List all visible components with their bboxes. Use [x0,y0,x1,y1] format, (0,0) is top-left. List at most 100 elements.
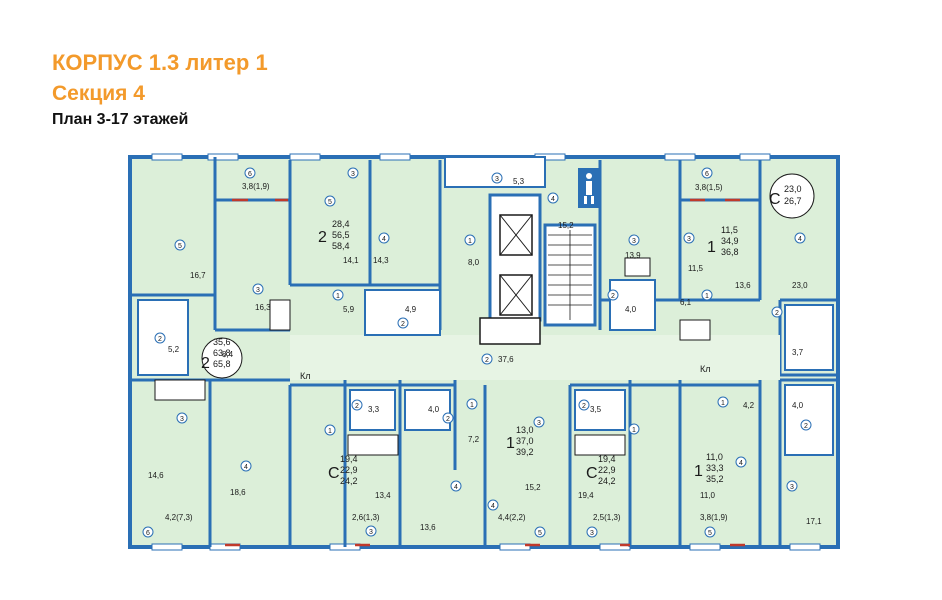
apt-area-with-balcony: 39,2 [516,447,534,457]
room-marker [450,480,462,492]
room-area: 17,1 [806,517,822,526]
room-marker [771,306,783,318]
room-marker [174,239,186,251]
shafts [479,317,541,345]
apt-area-with-balcony: 35,2 [706,474,724,484]
room-marker [701,289,713,301]
room-marker-label: 4 [244,464,248,471]
room-area: 16,3 [255,303,271,312]
room-marker [786,480,798,492]
internal-walls [130,157,838,547]
room-marker [586,526,598,538]
room-marker [607,289,619,301]
apt-area-with-balcony: 65,8 [213,359,231,369]
room-marker-label: 4 [551,196,555,203]
room-area: 15,2 [525,483,541,492]
room-marker-label: 2 [611,293,615,300]
room-marker [533,416,545,428]
room-marker-label: 2 [804,423,808,430]
room-marker-label: 1 [721,400,725,407]
room-marker-label: 2 [446,416,450,423]
elevator-core [488,193,542,322]
room-marker [365,525,377,537]
room-marker [481,353,493,365]
room-area: 13,6 [735,281,751,290]
window-bottom-1 [151,543,183,551]
room-area: 5,2 [168,345,180,354]
room-marker-label: 3 [180,416,184,423]
room-marker-label: 5 [538,530,542,537]
apt-living-area: 35,6 [213,337,231,347]
apt-room-count: 1 [506,435,515,452]
apt-living-area: 11,0 [706,452,723,462]
room-area: 8,4 [222,350,234,359]
apt-living-area: 13,0 [516,425,534,435]
room-marker [464,234,476,246]
apt-living-area: 19,4 [340,454,358,464]
apt-total-area: 37,0 [516,436,534,446]
apt-room-count: 2 [201,355,210,372]
room-marker-label: 1 [470,402,474,409]
room-area: 5,9 [343,305,355,314]
window-top-2 [207,153,239,161]
room-area: 13,4 [375,491,391,500]
room-marker-label: 3 [687,236,691,243]
apt-room-count: 1 [694,463,703,480]
floor-plan-subtitle: План 3-17 этажей [52,111,189,128]
room-area: 14,3 [373,256,389,265]
room-marker [534,526,546,538]
room-marker-label: 6 [705,171,709,178]
apt-room-count: С [586,465,598,482]
room-marker-label: 1 [705,293,709,300]
room-area: 3,5 [590,405,602,414]
room-area: 23,0 [792,281,808,290]
accessibility-icon [578,168,600,208]
room-marker [628,234,640,246]
room-area: 7,2 [468,435,480,444]
room-marker-label: 1 [632,427,636,434]
kl-label-left: Кл [300,371,311,381]
apt-total-area: 63,8 [213,348,231,358]
apt-area-with-balcony: 58,4 [332,241,350,251]
room-area: 3,3 [368,405,380,414]
apt-room-count: С [328,465,340,482]
room-marker-label: 4 [454,484,458,491]
window-bottom-7 [789,543,821,551]
room-marker-label: 5 [178,243,182,250]
room-marker-label: 3 [590,530,594,537]
room-marker-label: 3 [369,529,373,536]
room-marker-label: 2 [158,336,162,343]
room-area: 5,3 [513,177,525,186]
room-marker [794,232,806,244]
room-marker-label: 2 [485,357,489,364]
room-marker [578,399,590,411]
section-title: Секция 4 [52,82,145,105]
apt-bottom-2: 1 13,0 37,0 39,2 [506,425,534,457]
room-area: 15,2 [558,221,574,230]
room-marker-label: 5 [708,530,712,537]
room-markers: 5 6 5 3 4 3 1 2 1 3 4 3 2 1 6 3 4 2 2 2 … [142,167,812,538]
room-area: 3,8(1,9) [700,513,728,522]
room-marker-label: 2 [355,403,359,410]
apt-total-area: 26,7 [784,196,802,206]
window-bottom-6 [689,543,721,551]
room-marker [704,526,716,538]
window-top-6 [664,153,696,161]
room-marker [717,396,729,408]
apt-bottom-3: С 19,4 22,9 24,2 [586,454,616,486]
room-marker [701,167,713,179]
apt-bottom-right: 1 11,0 33,3 35,2 [694,452,724,484]
apt-living-area: 28,4 [332,219,350,229]
room-marker [240,460,252,472]
apt-top-right-1: 1 11,5 34,9 36,8 [707,225,739,257]
kl-label-right: Кл [700,364,711,374]
staircase [543,223,597,327]
apt-area-with-balcony: 36,8 [721,247,739,257]
room-marker-label: 1 [328,428,332,435]
apt-room-count: 1 [707,239,716,256]
apt-summary-circle [769,173,815,219]
apt-total-area: 22,9 [340,465,358,475]
room-marker [324,424,336,436]
apt-total-area: 56,5 [332,230,350,240]
